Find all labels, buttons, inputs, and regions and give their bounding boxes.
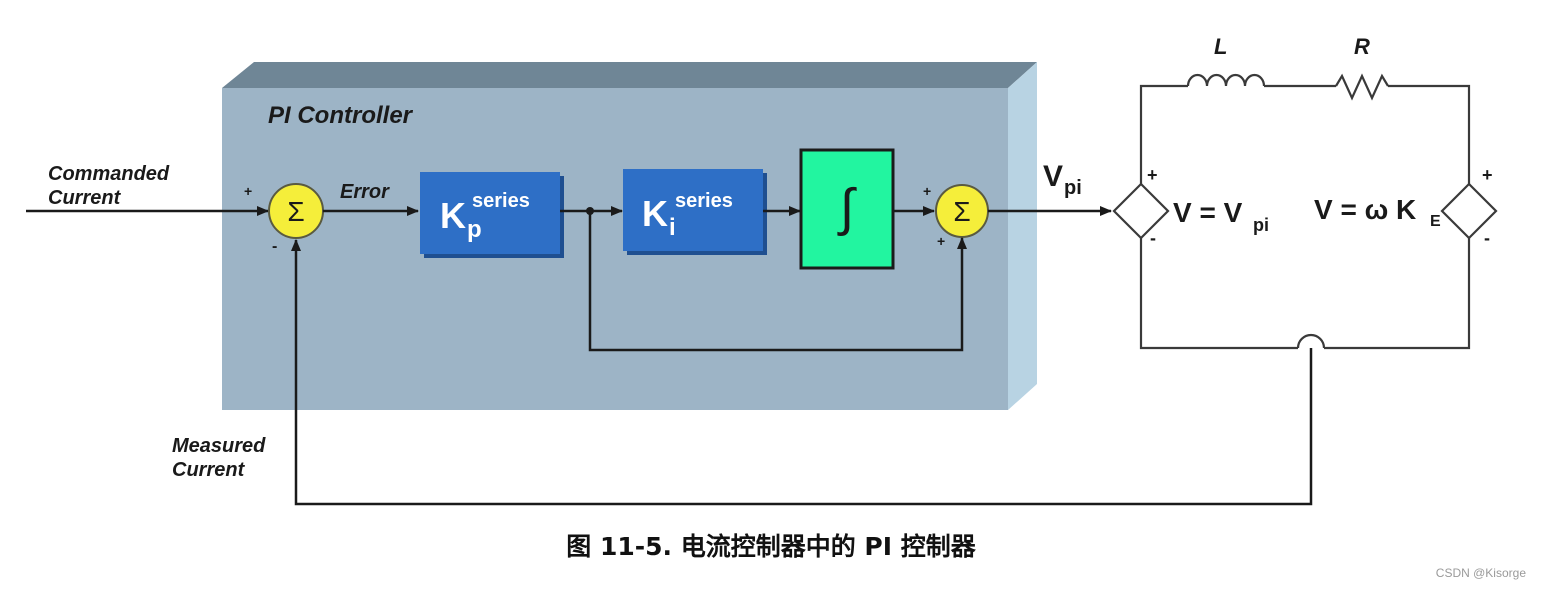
summer2-plus-sign-bottom: + (937, 233, 945, 249)
source2-minus: - (1484, 228, 1490, 248)
kp-block: K p series (420, 172, 564, 258)
proportional-bypass-path (588, 211, 967, 352)
ki-block: K i series (623, 169, 767, 255)
error-label: Error (340, 181, 390, 203)
measured-current-label-line1: Measured (172, 435, 266, 457)
resistor (1335, 73, 1389, 101)
inductor (1186, 73, 1266, 87)
circuit-right-top-wire (1388, 84, 1471, 184)
summer1-plus-sign: + (244, 183, 252, 199)
source1-diamond (1112, 182, 1170, 240)
summer2-plus-sign-left: + (923, 183, 931, 199)
source1-minus: - (1150, 228, 1156, 248)
circuit-left-top-wire (1139, 84, 1188, 184)
ki-subscript: i (669, 214, 676, 241)
source1-equation-main: V = V (1173, 197, 1243, 228)
resistor-label: R (1354, 34, 1370, 59)
integrator-symbol: ∫ (837, 179, 857, 237)
source2-equation-sub: E (1430, 213, 1441, 230)
summer2-sigma: Σ (953, 196, 970, 227)
controller-box-side (1008, 62, 1037, 410)
measured-current-feedback-path (291, 239, 1313, 506)
inductor-label: L (1214, 34, 1227, 59)
source2-plus: + (1482, 165, 1493, 185)
source1-plus: + (1147, 165, 1158, 185)
vpi-label-sub: pi (1064, 177, 1082, 199)
measured-current-label-line2: Current (172, 459, 246, 481)
kp-subscript: p (467, 216, 482, 243)
source1-equation-sub: pi (1253, 215, 1269, 235)
integrator-block (799, 148, 895, 270)
circuit-bottom-right-wire (1324, 238, 1471, 350)
kp-symbol: K (440, 195, 466, 236)
circuit-bottom-wire (1139, 238, 1298, 350)
vpi-label-main: V (1043, 160, 1063, 193)
ki-symbol: K (642, 193, 668, 234)
summer1-minus-sign: - (272, 238, 277, 255)
controller-title: PI Controller (268, 102, 414, 129)
commanded-current-label-line1: Commanded (48, 163, 170, 185)
source2-equation-main: V = ω K (1314, 194, 1416, 225)
summer1-sigma: Σ (287, 196, 304, 227)
watermark: CSDN @Kisorge (1435, 566, 1526, 580)
commanded-current-label-line2: Current (48, 187, 122, 209)
kp-superscript: series (472, 190, 530, 212)
controller-box-top (222, 62, 1037, 88)
ki-superscript: series (675, 190, 733, 212)
figure-caption: 图 11-5. 电流控制器中的 PI 控制器 (566, 532, 976, 561)
motor-circuit (1112, 73, 1498, 350)
wire-crossover-hop (1296, 333, 1326, 349)
